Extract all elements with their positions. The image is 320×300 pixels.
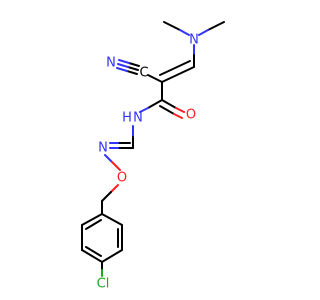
bond-cn-triple-2 bbox=[128, 62, 140, 67]
bond-cn-triple-1 bbox=[127, 66, 139, 71]
atom-o-oxime: O bbox=[117, 171, 127, 186]
bond-o-ch2 bbox=[110, 184, 119, 193]
bond-o-ch2-c bbox=[101, 191, 112, 202]
bond-cn-triple-3n bbox=[116, 67, 128, 72]
bond-n-o bbox=[104, 154, 113, 163]
molecule-structure: N C N O N H N O Cl bbox=[81, 21, 225, 292]
bond-cn-triple-2n bbox=[118, 59, 130, 64]
bond-n-o-o bbox=[111, 161, 121, 171]
atom-labels: N C N O N H N O Cl bbox=[97, 33, 199, 292]
bond-methyl-right-n bbox=[198, 29, 209, 36]
bond-co-2o bbox=[173, 113, 183, 119]
bond-co-1 bbox=[161, 99, 177, 109]
bond-c-nh-n bbox=[139, 107, 149, 113]
bond-ch-c bbox=[161, 66, 195, 83]
atom-n-oxime: N bbox=[98, 141, 108, 156]
bond-methyl-right bbox=[207, 21, 225, 31]
bond-co-2 bbox=[159, 105, 175, 115]
bond-cn-triple-3 bbox=[126, 70, 138, 75]
atom-n-nitrile: N bbox=[106, 56, 116, 71]
ring-double-2 bbox=[85, 219, 102, 230]
atom-h-amide: H bbox=[122, 111, 132, 126]
bond-cn-triple-1n bbox=[117, 63, 129, 68]
atom-cl: Cl bbox=[97, 277, 110, 292]
bond-co-1o bbox=[175, 107, 185, 113]
benzene-ring bbox=[81, 212, 123, 264]
bond-c-cn bbox=[147, 74, 163, 83]
ring-double-3 bbox=[85, 246, 102, 257]
bond-c-nh bbox=[147, 99, 163, 109]
atom-o-carbonyl: O bbox=[186, 108, 196, 123]
bond-methyl-left-n bbox=[179, 29, 190, 36]
atom-n-amide: N bbox=[133, 111, 143, 126]
atom-n-dimethyl: N bbox=[189, 33, 199, 48]
bonds bbox=[81, 21, 225, 277]
bond-ch-c-double bbox=[159, 60, 191, 76]
bond-methyl-left bbox=[163, 21, 181, 31]
atom-c-nitrile: C bbox=[139, 66, 148, 81]
